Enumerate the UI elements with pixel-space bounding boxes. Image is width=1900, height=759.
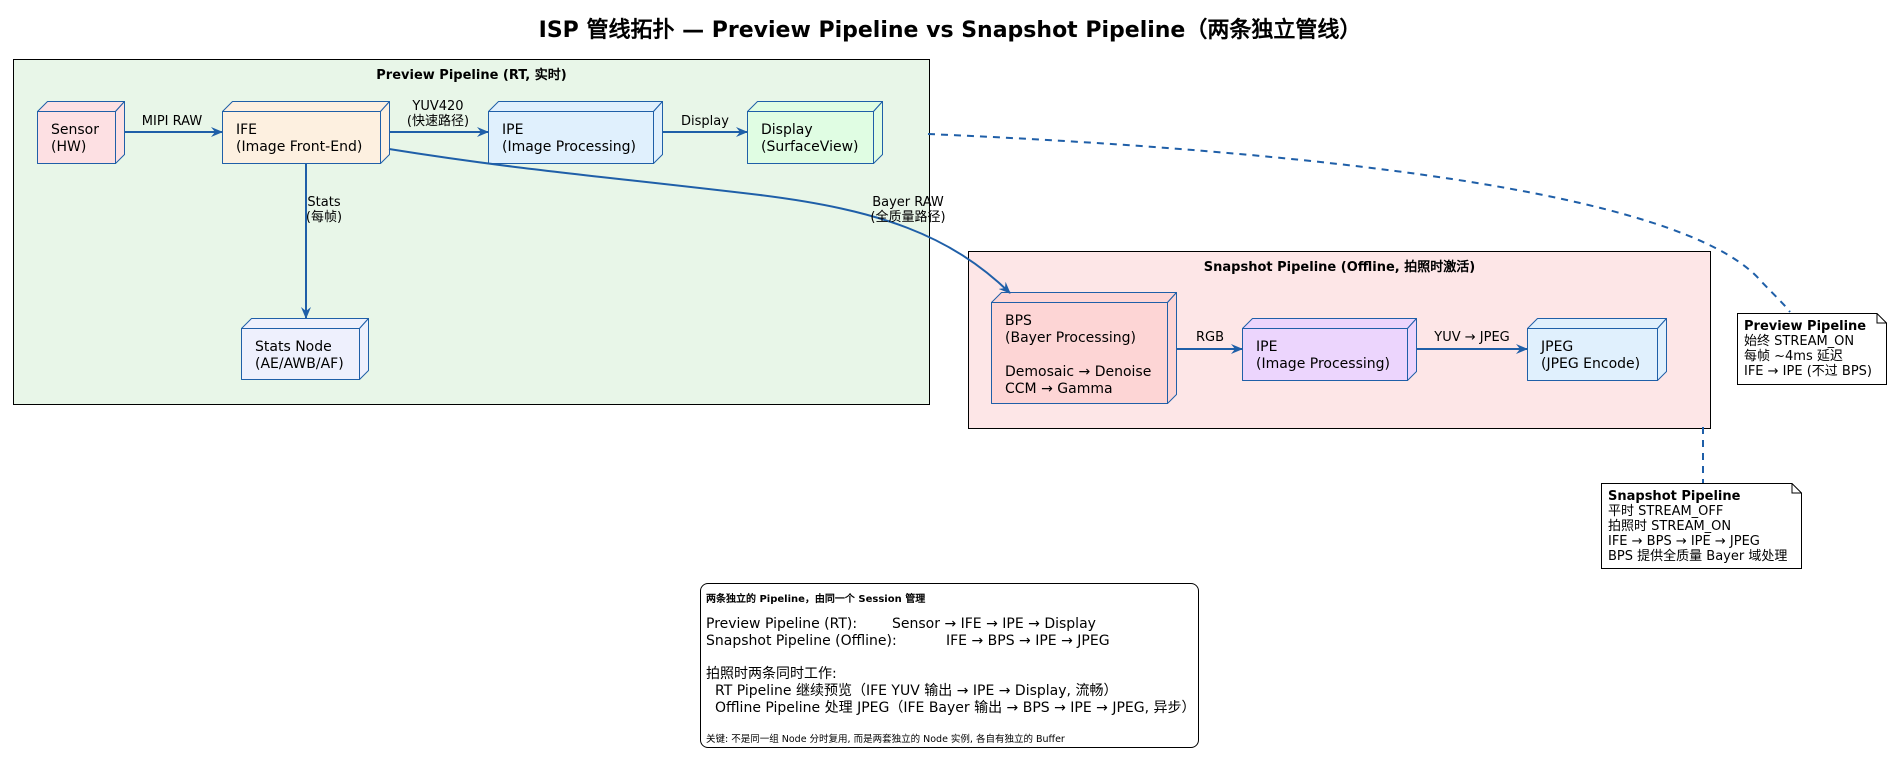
stats-node-label: Stats Node (AE/AWB/AF) [255,339,344,372]
edge-label-bayer-raw: Bayer RAW (全质量路径) [870,195,946,225]
ipe-preview-node: IPE (Image Processing) [488,101,663,164]
summary-key-note: 关键: 不是同一组 Node 分时复用, 而是两套独立的 Node 实例, 各自… [706,734,1065,745]
edge-label-stats: Stats (每帧) [305,195,343,225]
summary-row-snapshot-path: IFE → BPS → IPE → JPEG [946,633,1110,649]
summary-row-snapshot: Snapshot Pipeline (Offline): IFE → BPS → … [706,633,1110,650]
sensor-node-label: Sensor (HW) [51,122,99,155]
ipe-snapshot-node: IPE (Image Processing) [1242,318,1417,381]
node-box-shape [1527,318,1667,381]
edge-ife-bps [388,148,1011,294]
ife-node: IFE (Image Front-End) [222,101,390,164]
jpeg-node-label: JPEG (JPEG Encode) [1541,339,1641,372]
sensor-node: Sensor (HW) [37,101,125,164]
summary-row-preview-name: Preview Pipeline (RT): [706,616,858,632]
preview-note-heading: Preview Pipeline [1744,319,1867,334]
node-box-shape [991,292,1177,404]
summary-row-snapshot-name: Snapshot Pipeline (Offline): [706,633,897,649]
node-box-shape [747,101,883,164]
node-box-shape [488,101,663,164]
node-box-shape [1242,318,1417,381]
jpeg-node: JPEG (JPEG Encode) [1527,318,1667,381]
edge-label-mipi-raw: MIPI RAW [141,114,203,129]
summary-row-preview-path: Sensor → IFE → IPE → Display [892,616,1096,632]
node-box-shape [37,101,125,164]
preview-pipeline-note: Preview Pipeline 始终 STREAM_ON 每帧 ~4ms 延迟… [1737,313,1887,385]
ife-node-label: IFE (Image Front-End) [236,122,363,155]
summary-concurrent-offline: Offline Pipeline 处理 JPEG（IFE Bayer 输出 → … [715,700,1196,716]
note-shape [1737,313,1887,385]
note-shape [1601,483,1802,569]
bps-node-label: BPS (Bayer Processing) Demosaic → Denois… [1005,313,1152,397]
summary-row-preview: Preview Pipeline (RT): Sensor → IFE → IPE… [706,616,1096,633]
summary-box: 两条独立的 Pipeline，由同一个 Session 管理 Preview P… [700,583,1199,748]
bps-node: BPS (Bayer Processing) Demosaic → Denois… [991,292,1177,404]
edge-label-display: Display [681,114,729,129]
ipe-preview-node-label: IPE (Image Processing) [502,122,636,155]
snapshot-note-heading: Snapshot Pipeline [1608,489,1741,504]
node-box-shape [241,318,369,380]
stats-node: Stats Node (AE/AWB/AF) [241,318,369,380]
display-node: Display (SurfaceView) [747,101,883,164]
note-link-preview [927,133,1791,313]
snapshot-pipeline-title: Snapshot Pipeline (Offline, 拍照时激活) [1203,260,1476,275]
ipe-snapshot-node-label: IPE (Image Processing) [1256,339,1390,372]
preview-pipeline-title: Preview Pipeline (RT, 实时) [376,68,567,83]
snapshot-pipeline-note: Snapshot Pipeline 平时 STREAM_OFF 拍照时 STRE… [1601,483,1802,569]
edge-label-yuv420: YUV420 (快速路径) [406,99,470,129]
diagram-title: ISP 管线拓扑 — Preview Pipeline vs Snapshot … [538,18,1362,43]
edge-label-yuv-jpeg: YUV → JPEG [1434,330,1510,345]
summary-concurrent-title: 拍照时两条同时工作: [706,666,837,682]
edge-label-rgb: RGB [1195,330,1225,345]
summary-concurrent-rt: RT Pipeline 继续预览（IFE YUV 输出 → IPE → Disp… [715,683,1118,699]
display-node-label: Display (SurfaceView) [761,122,859,155]
node-box-shape [222,101,390,164]
preview-note-text: 始终 STREAM_ON 每帧 ~4ms 延迟 IFE → IPE (不过 BP… [1744,334,1872,379]
snapshot-note-text: 平时 STREAM_OFF 拍照时 STREAM_ON IFE → BPS → … [1608,504,1788,564]
summary-heading: 两条独立的 Pipeline，由同一个 Session 管理 [706,594,926,605]
